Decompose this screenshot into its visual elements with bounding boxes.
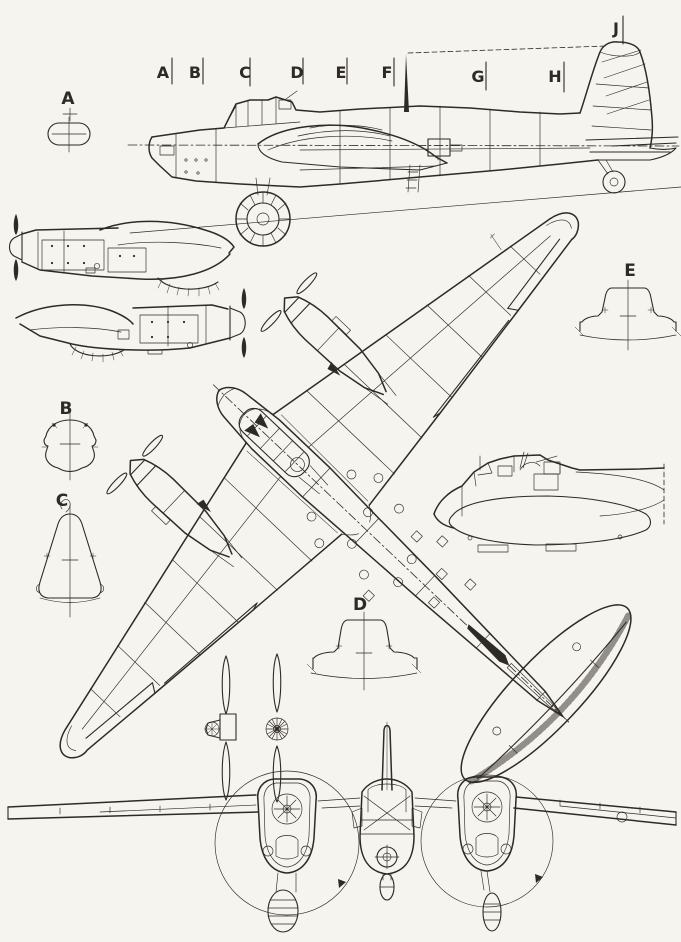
wing-section xyxy=(99,220,235,254)
propeller-side-detail xyxy=(204,655,237,801)
right-prop-disc xyxy=(420,774,554,908)
cross-section-b-label: B xyxy=(60,399,73,419)
wheel-bulge xyxy=(157,277,219,290)
ventral-details xyxy=(405,138,463,193)
starboard-wing xyxy=(258,212,580,523)
star-hub xyxy=(273,795,301,823)
ground-line xyxy=(129,186,681,234)
cross-section-d: D xyxy=(306,595,422,691)
cross-section-d-label: D xyxy=(353,595,367,615)
station-label-g: G xyxy=(471,67,484,86)
nacelle-profile-inboard xyxy=(8,214,235,297)
plan-view xyxy=(59,212,632,785)
hub-spokes xyxy=(204,721,220,737)
cross-section-e: E xyxy=(574,261,681,351)
port-nacelle xyxy=(106,434,243,568)
ventral-gondola xyxy=(448,495,652,546)
tail-wheel xyxy=(597,159,626,194)
station-markers: A B C D E F G H J xyxy=(157,15,624,93)
main-wheel xyxy=(235,177,291,247)
cross-section-a: A xyxy=(47,89,91,153)
front-left-wheel xyxy=(267,889,299,933)
access-hatches xyxy=(306,469,477,609)
tailplane-plan xyxy=(460,604,632,785)
wing-root-side xyxy=(257,124,448,171)
canopy-plan xyxy=(238,407,329,495)
cockpit-detail-view xyxy=(433,451,665,553)
bulge-hatching xyxy=(71,346,124,363)
front-tailplane xyxy=(317,797,457,809)
front-fuselage xyxy=(351,778,423,901)
front-left-wing xyxy=(7,794,259,820)
port-wing xyxy=(59,428,359,759)
station-label-e: E xyxy=(336,63,347,82)
datum-line xyxy=(127,144,680,147)
station-label-j: J xyxy=(612,19,619,38)
wheel-spokes xyxy=(235,191,291,247)
vertical-fin xyxy=(579,41,654,149)
nose-details xyxy=(159,128,217,183)
nacelle-profile-outboard xyxy=(15,288,247,363)
station-label-f: F xyxy=(382,63,393,82)
star-hub xyxy=(473,793,501,821)
station-label-h: H xyxy=(548,67,561,86)
bulge-hatching xyxy=(157,279,220,297)
front-left-nacelle xyxy=(214,770,360,933)
propeller-front-detail xyxy=(265,653,289,803)
cross-section-e-label: E xyxy=(624,261,636,281)
tailplane-side xyxy=(585,136,679,153)
front-view xyxy=(7,721,677,933)
cross-section-c: C xyxy=(35,491,105,618)
station-label-b: B xyxy=(189,63,201,82)
front-right-nacelle xyxy=(420,774,554,932)
cross-section-a-label: A xyxy=(61,89,75,109)
front-right-wing xyxy=(513,796,677,826)
station-label-a: A xyxy=(157,63,170,82)
rivets xyxy=(50,244,136,265)
cross-section-c-label: C xyxy=(56,491,68,511)
cross-section-b: B xyxy=(41,399,99,481)
antenna-mast xyxy=(404,45,607,112)
side-view xyxy=(127,41,681,247)
station-label-d: D xyxy=(290,63,303,82)
wheel-bulge xyxy=(69,343,125,357)
canopy-side xyxy=(223,90,301,129)
station-label-c: C xyxy=(239,63,251,82)
starboard-nacelle xyxy=(260,272,397,405)
star-hub xyxy=(265,717,289,741)
left-prop-disc xyxy=(214,770,360,916)
rivets xyxy=(150,320,186,339)
